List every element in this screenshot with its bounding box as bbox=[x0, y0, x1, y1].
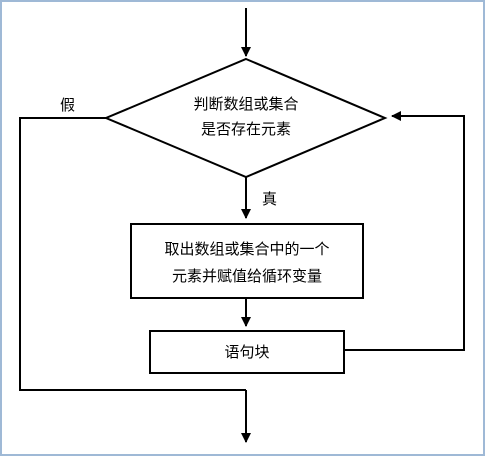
assignment-text-line1: 取出数组或集合中的一个 bbox=[164, 240, 329, 258]
false-branch-label: 假 bbox=[60, 96, 75, 114]
statement-box bbox=[149, 330, 345, 374]
decision-text-line1: 判断数组或集合 bbox=[193, 95, 298, 113]
true-branch-label: 真 bbox=[262, 190, 277, 208]
statement-text: 语句块 bbox=[224, 343, 269, 361]
loop-back-arrow bbox=[344, 111, 465, 351]
decision-text-line2: 是否存在元素 bbox=[201, 120, 291, 138]
false-branch-line bbox=[19, 117, 246, 391]
assignment-text-line2: 元素并赋值给循环变量 bbox=[172, 267, 322, 285]
assignment-box bbox=[130, 223, 364, 299]
decision-diamond bbox=[103, 57, 388, 179]
